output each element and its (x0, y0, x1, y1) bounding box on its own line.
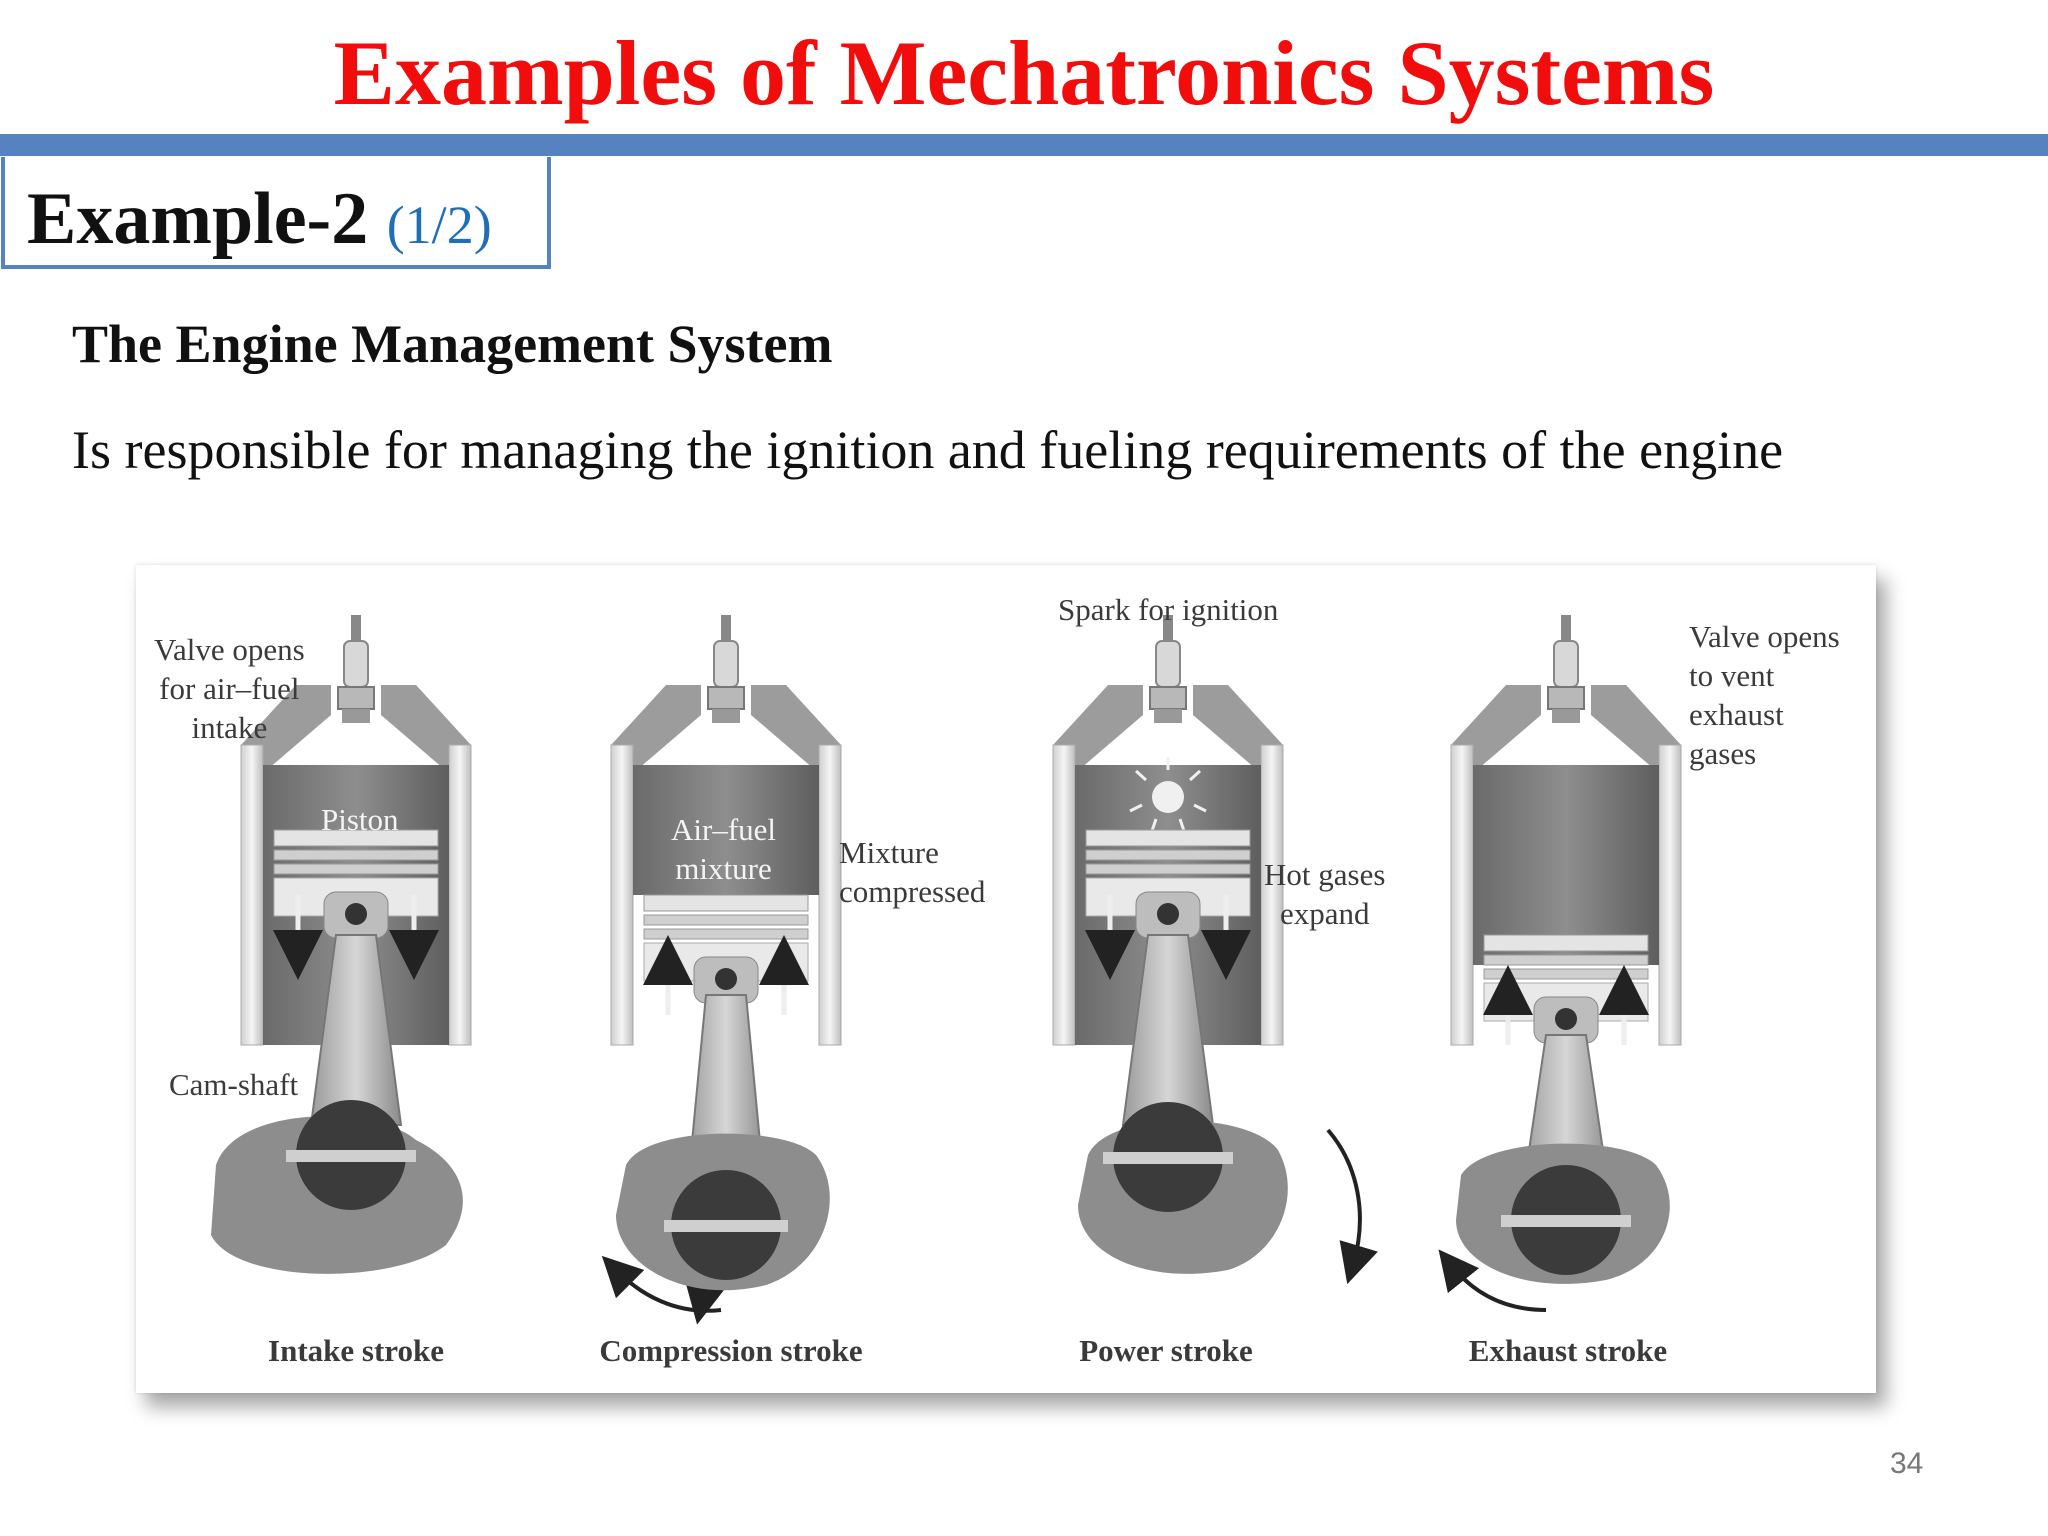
label-air-fuel-mixture: Air–fuel mixture (671, 812, 777, 886)
example-part: (1/2) (386, 195, 492, 255)
title-rule (0, 134, 2048, 156)
engine-strokes-diagram (211, 614, 1682, 1325)
label-mixture-compressed: Mixture compressed (839, 835, 986, 909)
label-spark-for-ignition: Spark for ignition (1058, 592, 1279, 627)
example-label: Example-2 (27, 178, 369, 260)
label-intake-valve: Valve opens for air–fuel intake (154, 632, 305, 745)
stroke-label-intake: Intake stroke (268, 1333, 444, 1368)
compression-stroke-illustration (601, 614, 842, 1313)
example-heading: Example-2 (1/2) (27, 179, 492, 265)
description: Is responsible for managing the ignition… (72, 420, 1784, 480)
label-cam-shaft: Cam-shaft (169, 1067, 299, 1102)
label-hot-gases: Hot gases expand (1264, 857, 1386, 931)
stroke-label-power: Power stroke (1079, 1333, 1253, 1368)
label-exhaust-valve: Valve opens to vent exhaust gases (1689, 619, 1840, 771)
label-piston: Piston (321, 802, 399, 837)
intake-stroke-illustration (211, 614, 725, 1325)
exhaust-stroke-illustration (1438, 614, 1682, 1312)
stroke-label-compression: Compression stroke (599, 1333, 863, 1368)
slide-title: Examples of Mechatronics Systems (333, 22, 1715, 124)
example-box: Example-2 (1/2) (1, 157, 551, 269)
stroke-label-exhaust: Exhaust stroke (1468, 1333, 1668, 1368)
subtitle: The Engine Management System (72, 314, 833, 374)
engine-strokes-figure: Valve opens for air–fuel intake Piston C… (136, 565, 1876, 1393)
power-stroke-illustration (1052, 614, 1378, 1285)
spark-rays-icon (1129, 757, 1207, 832)
spark-burst-icon (1152, 781, 1184, 813)
page-number: 34 (1890, 1447, 1924, 1480)
